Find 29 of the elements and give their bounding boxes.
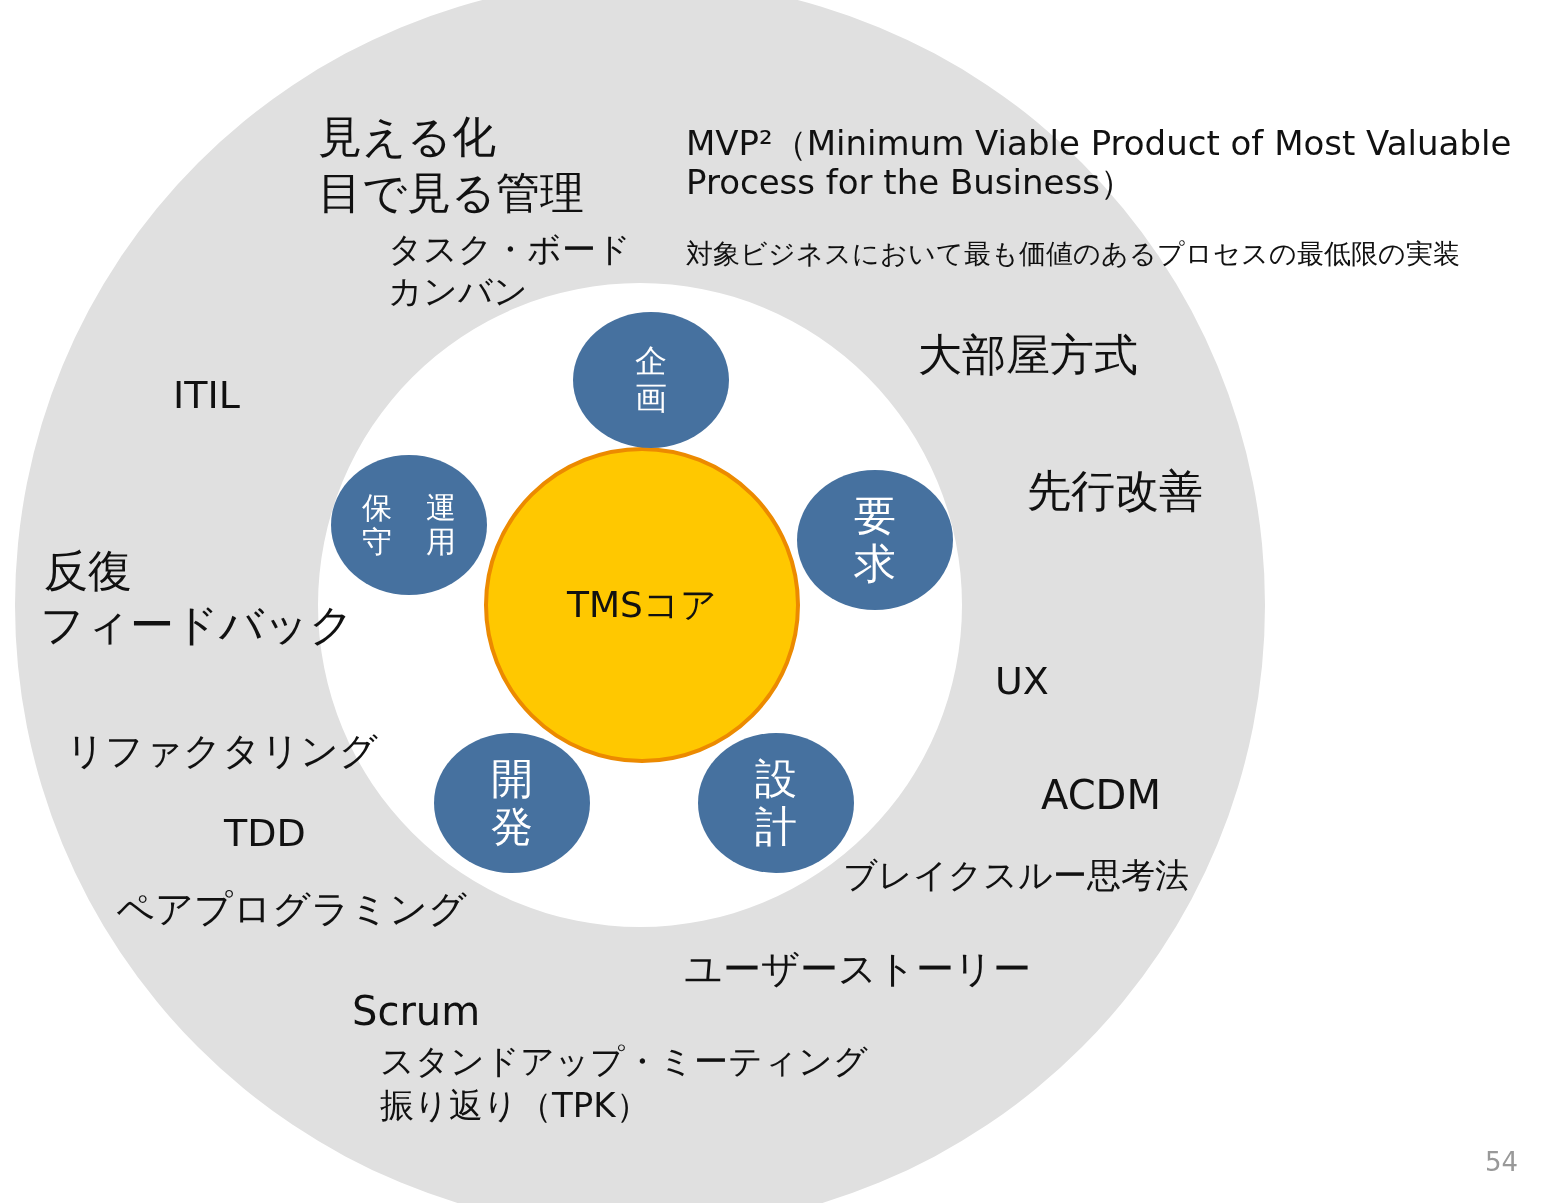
method-label: 見える化 bbox=[318, 112, 496, 163]
phase-label: 企画 bbox=[635, 343, 667, 417]
method-label: 先行改善 bbox=[1027, 466, 1203, 517]
method-label: タスク・ボード bbox=[388, 230, 631, 270]
method-label: フィードバック bbox=[40, 600, 354, 651]
phase-label: 要求 bbox=[854, 491, 896, 589]
method-label: ブレイクスルー思考法 bbox=[843, 856, 1189, 896]
method-label: 大部屋方式 bbox=[918, 330, 1138, 381]
phase-label: 設計 bbox=[755, 754, 797, 852]
phase-label: 運用 bbox=[426, 490, 456, 560]
method-label: スタンドアップ・ミーティング bbox=[380, 1042, 868, 1082]
method-label: 対象ビジネスにおいて最も価値のあるプロセスの最低限の実装 bbox=[686, 238, 1460, 270]
method-label: ACDM bbox=[1041, 772, 1161, 818]
method-label: カンバン bbox=[388, 272, 528, 312]
method-label: 振り返り（TPK） bbox=[380, 1086, 650, 1126]
method-label: ユーザーストーリー bbox=[684, 948, 1031, 992]
phase-label: 開発 bbox=[491, 754, 533, 852]
method-label: リファクタリング bbox=[66, 730, 378, 774]
method-label: ペアプログラミング bbox=[116, 888, 467, 932]
method-label: 反復 bbox=[44, 546, 132, 597]
method-label: TDD bbox=[224, 812, 306, 856]
method-label: 目で見る管理 bbox=[318, 168, 584, 219]
page-number: 54 bbox=[1485, 1148, 1519, 1178]
method-label: MVP²（Minimum Viable Product of Most Valuable Process for the Business） bbox=[686, 124, 1513, 203]
core-label: TMSコア bbox=[567, 582, 717, 627]
method-label: ITIL bbox=[173, 374, 240, 418]
method-label: Scrum bbox=[352, 988, 481, 1034]
method-label: UX bbox=[995, 660, 1049, 704]
phase-label: 保守 bbox=[362, 490, 392, 560]
